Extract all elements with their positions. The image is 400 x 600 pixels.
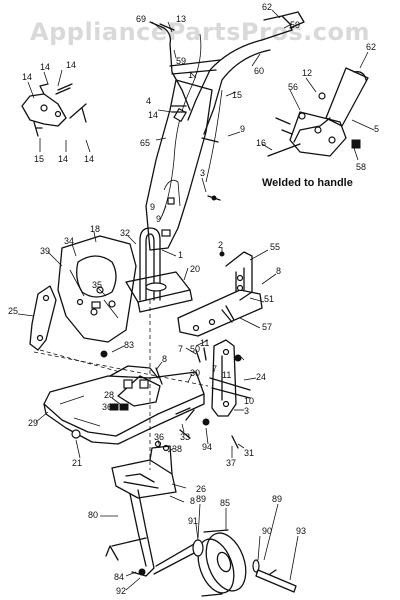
depth-bar-right xyxy=(209,339,251,417)
callout: 1 xyxy=(178,250,183,260)
lever-detail-left xyxy=(21,83,87,137)
callout: 13 xyxy=(176,14,186,24)
callout: 51 xyxy=(264,294,274,304)
alignment-line xyxy=(33,351,209,387)
side-arm-left xyxy=(29,285,57,351)
callout: 21 xyxy=(72,458,82,468)
callout: 30 xyxy=(190,368,200,378)
callout: 14 xyxy=(84,154,94,164)
watermark: AppliancePartsPros.com xyxy=(30,18,370,46)
callout: 10 xyxy=(244,396,254,406)
welded-note: Welded to handle xyxy=(262,177,353,189)
callout: 36 xyxy=(154,432,164,442)
callout: 50 xyxy=(190,344,200,354)
callout: 8 xyxy=(162,354,167,364)
callout: 60 xyxy=(254,66,264,76)
leader-lines xyxy=(17,9,375,591)
callout: 14 xyxy=(58,154,68,164)
callout: 28 xyxy=(104,390,114,400)
callout: 93 xyxy=(296,526,306,536)
callout: 8 xyxy=(276,266,281,276)
callout: 31 xyxy=(244,448,254,458)
callout: 59 xyxy=(176,56,186,66)
callout: 26 xyxy=(196,484,206,494)
callout: 4 xyxy=(146,96,151,106)
callout: 8 xyxy=(190,496,195,506)
callout: 9 xyxy=(240,124,245,134)
callout: 69 xyxy=(136,14,146,24)
callout: 38 xyxy=(172,444,182,454)
callout: 3 xyxy=(200,168,205,178)
callout: 17 xyxy=(188,70,198,80)
callout: 65 xyxy=(140,138,150,148)
wheel-bracket xyxy=(111,445,177,499)
callout: 3 xyxy=(244,406,249,416)
callout: 15 xyxy=(232,90,242,100)
callout: 14 xyxy=(66,60,76,70)
callout: 16 xyxy=(256,138,266,148)
callout: 39 xyxy=(40,246,50,256)
callout: 7 xyxy=(212,364,217,374)
callout: 62 xyxy=(366,42,376,52)
handle-post xyxy=(139,227,161,301)
wheel xyxy=(192,529,297,597)
callout: 89 xyxy=(272,494,282,504)
callout: 59 xyxy=(290,20,300,30)
callout: 83 xyxy=(124,340,134,350)
callout: 36 xyxy=(102,402,112,412)
callout: 80 xyxy=(88,510,98,520)
callout: 25 xyxy=(8,306,18,316)
callout: 58 xyxy=(356,162,366,172)
callout: 85 xyxy=(220,498,230,508)
handle-mount-plate xyxy=(145,79,221,251)
wheel-arm xyxy=(105,489,197,577)
callout: 29 xyxy=(28,418,38,428)
callout: 24 xyxy=(256,372,266,382)
callouts: 69 13 62 59 59 17 60 15 14 14 14 14 14 1… xyxy=(8,2,379,596)
callout: 9 xyxy=(156,214,161,224)
callout: 91 xyxy=(188,516,198,526)
lower-frame xyxy=(43,365,205,445)
callout: 14 xyxy=(22,72,32,82)
callout: 32 xyxy=(120,228,130,238)
callout: 62 xyxy=(262,2,272,12)
callout: 94 xyxy=(202,442,212,452)
callout: 11 xyxy=(222,370,231,380)
callout: 55 xyxy=(270,242,280,252)
callout: 15 xyxy=(34,154,44,164)
callout: 33 xyxy=(180,432,190,442)
callout: 12 xyxy=(302,68,312,78)
callout: 84 xyxy=(114,572,124,582)
callout: 92 xyxy=(116,586,126,596)
callout: 5 xyxy=(374,124,379,134)
callout: 18 xyxy=(90,224,100,234)
right-bracket xyxy=(177,251,263,337)
callout: 90 xyxy=(262,526,272,536)
callout: 11 xyxy=(200,338,209,348)
lever-detail-right xyxy=(267,67,369,157)
callout: 9 xyxy=(150,202,155,212)
callout: 14 xyxy=(148,110,158,120)
mount-plate xyxy=(125,271,193,313)
callout: 7 xyxy=(178,344,183,354)
callout: 20 xyxy=(190,264,200,274)
callout: 57 xyxy=(262,322,272,332)
callout: 35 xyxy=(92,280,102,290)
alignment-line xyxy=(39,349,121,373)
callout: 14 xyxy=(40,62,50,72)
handlebar-assembly xyxy=(149,11,305,221)
callout: 89 xyxy=(196,494,206,504)
callout: 37 xyxy=(226,458,236,468)
callout: 34 xyxy=(64,236,74,246)
callout: 56 xyxy=(288,82,298,92)
callout: 2 xyxy=(218,240,223,250)
